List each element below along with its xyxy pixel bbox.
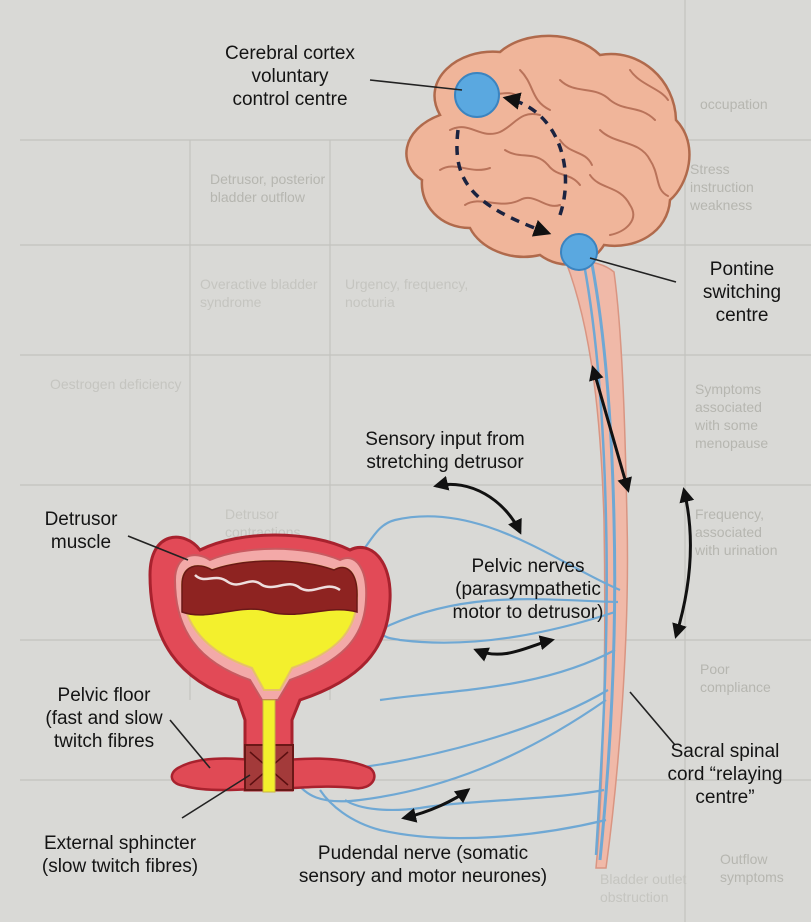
pudendal-nerve-label: Pudendal nerve (somatic sensory and moto… (268, 842, 578, 888)
bladder-illustration (150, 535, 390, 792)
pelvic-floor-label: Pelvic floor (fast and slow twitch fibre… (24, 684, 184, 753)
cortex-centre-marker (455, 73, 499, 117)
pontine-label: Pontine switching centre (686, 258, 798, 327)
pontine-centre-marker (561, 234, 597, 270)
brain-illustration (406, 36, 689, 265)
cortex-label: Cerebral cortex voluntary control centre (210, 42, 370, 111)
sacral-cord-label: Sacral spinal cord “relaying centre” (650, 740, 800, 809)
pelvic-nerves-label: Pelvic nerves (parasympathetic motor to … (428, 555, 628, 624)
external-sphincter-label: External sphincter (slow twitch fibres) (20, 832, 220, 878)
detrusor-label: Detrusor muscle (26, 508, 136, 554)
sensory-input-label: Sensory input from stretching detrusor (330, 428, 560, 474)
